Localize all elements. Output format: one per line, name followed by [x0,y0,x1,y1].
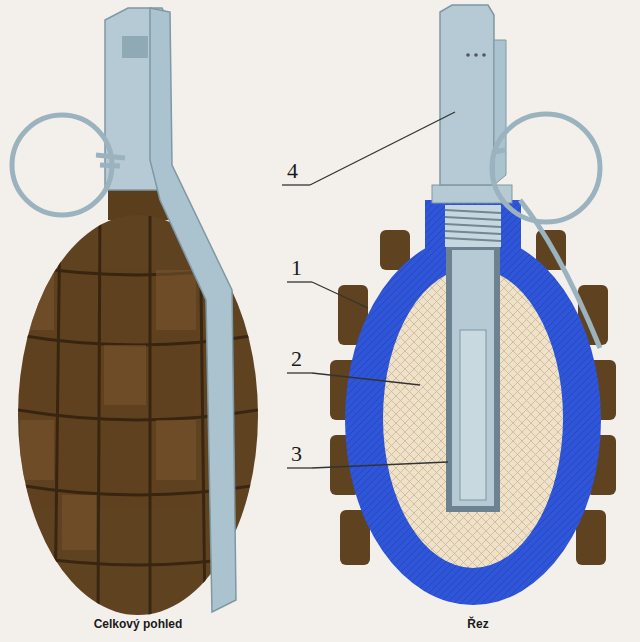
callout-number: 3 [291,443,302,465]
callout-number: 2 [291,348,302,370]
callout-number: 1 [291,257,302,279]
grenade-exterior [12,8,258,620]
leader-lines [282,112,455,468]
view-caption: Celkový pohled [94,618,183,630]
view-caption: Řez [467,618,488,630]
grenade-section [330,5,616,605]
callout-number: 4 [287,160,298,182]
